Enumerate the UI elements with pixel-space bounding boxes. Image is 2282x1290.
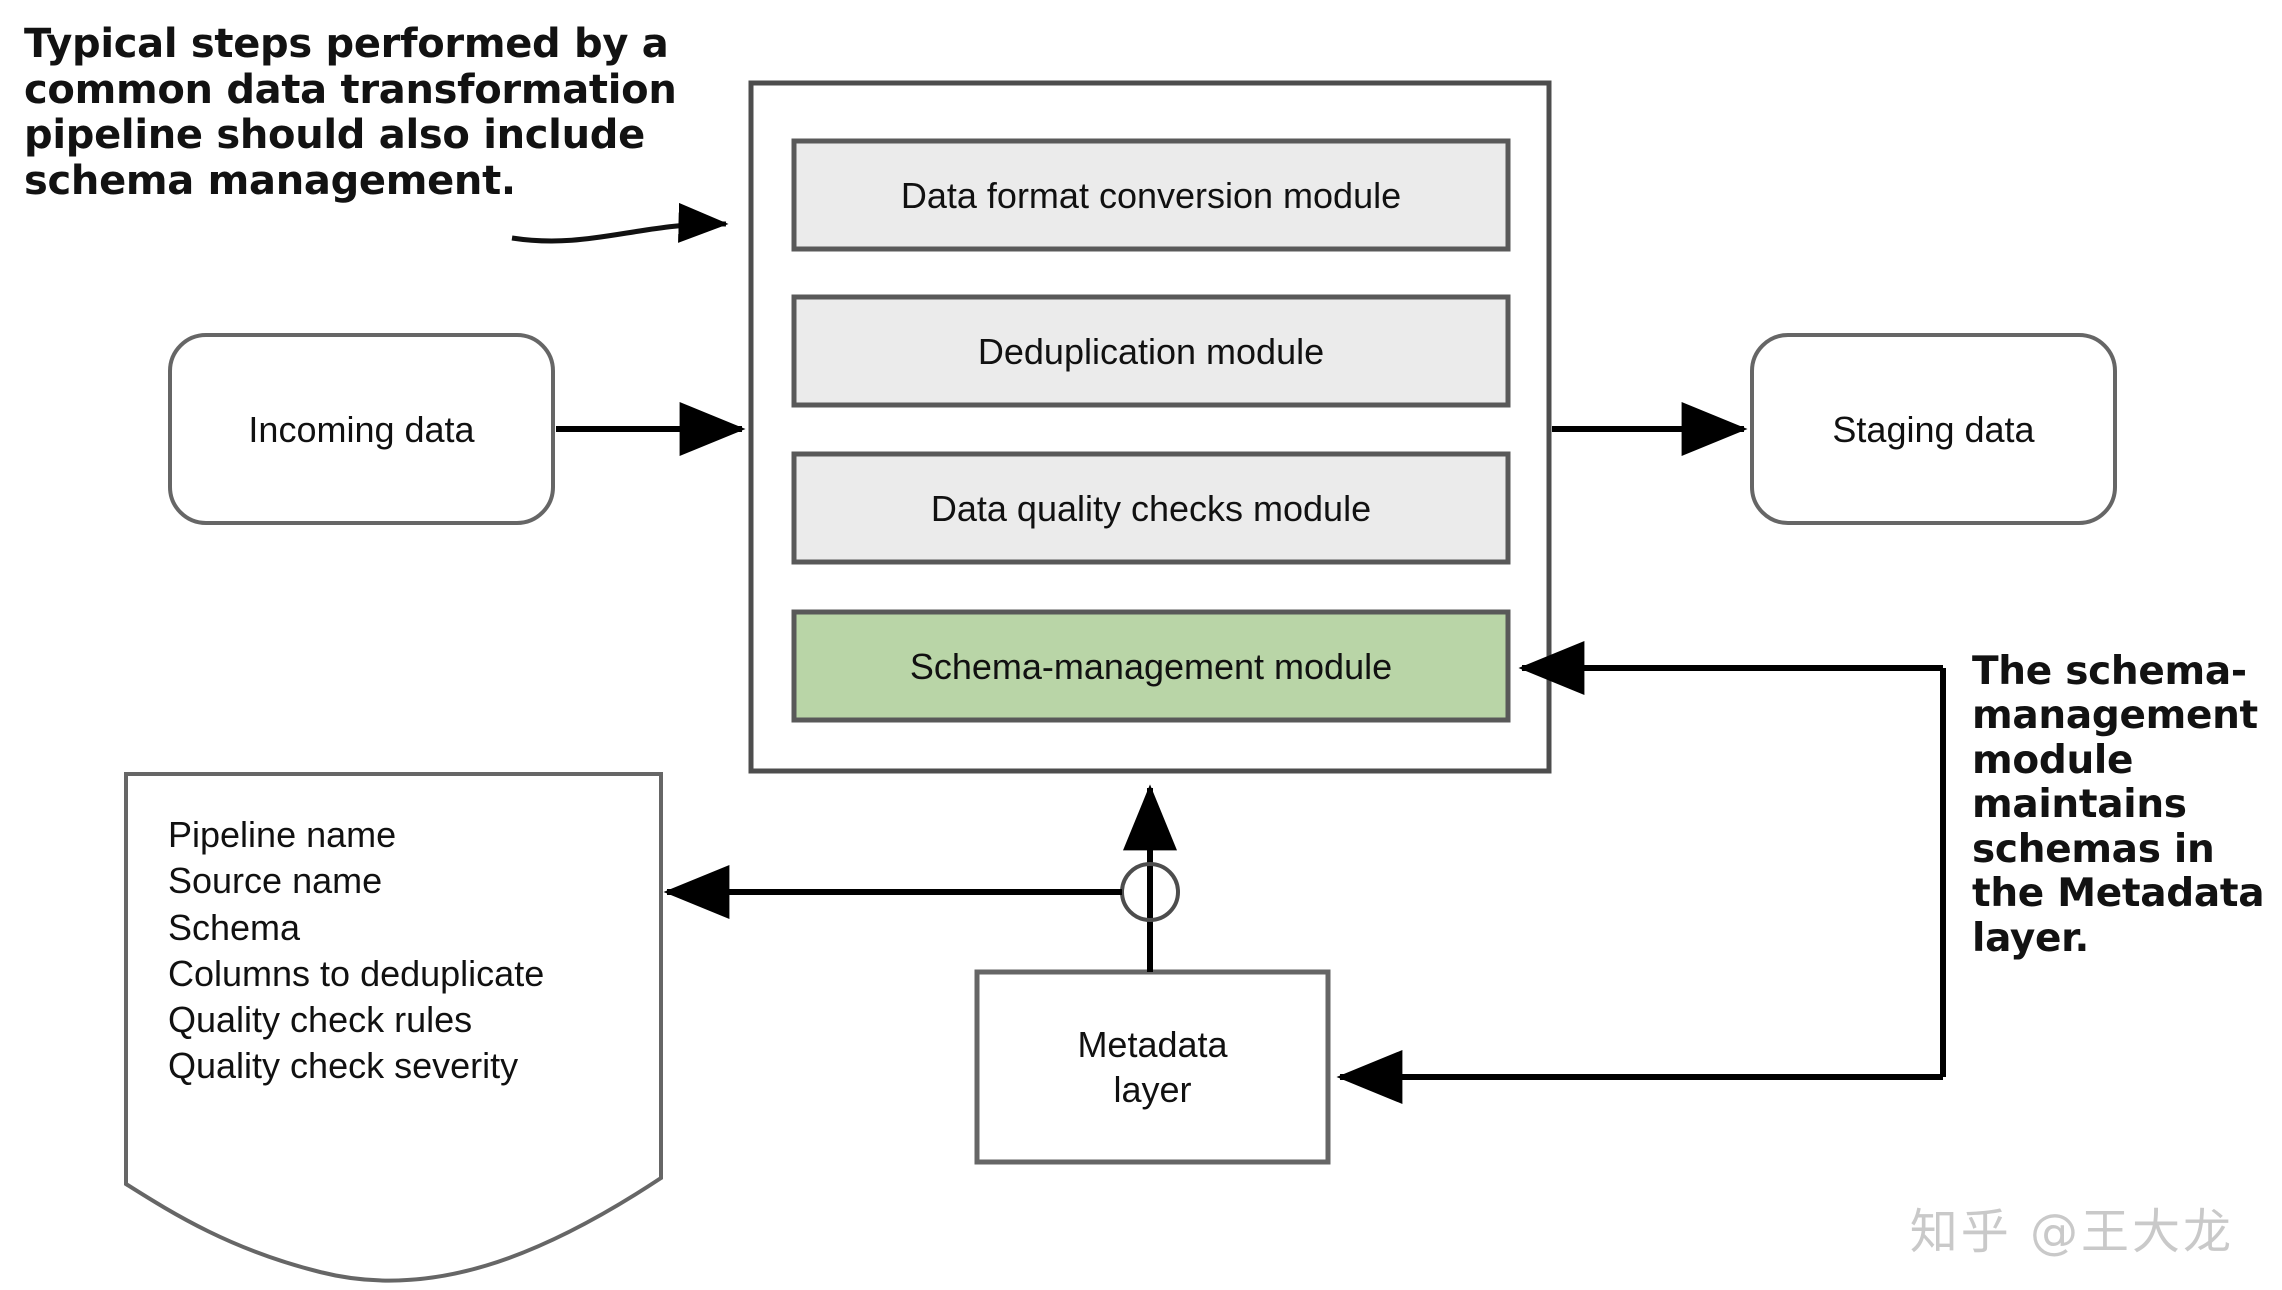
zhihu-watermark: 知乎 @王大龙 (1909, 1204, 2234, 1260)
list-item: Quality check severity (168, 1045, 519, 1087)
list-item: Columns to deduplicate (168, 952, 545, 994)
list-item: Source name (168, 860, 383, 902)
document-note-list: Pipeline name Source name Schema Columns… (168, 812, 628, 1090)
list-item: Quality check rules (168, 999, 473, 1040)
module-box-schema-management[interactable] (791, 609, 1511, 723)
staging-data-box[interactable] (1750, 333, 2117, 525)
list-item: Pipeline name (168, 814, 397, 855)
list-item: Schema (168, 906, 301, 948)
incoming-data-box[interactable] (168, 333, 555, 525)
annotation-right: The schema-management module maintains s… (1972, 649, 2265, 961)
module-box-data-format-conversion[interactable] (791, 138, 1511, 252)
module-box-deduplication[interactable] (791, 294, 1511, 408)
annotation-left: Typical steps performed by a common data… (24, 21, 677, 204)
module-box-data-quality-checks[interactable] (791, 451, 1511, 565)
annotation-arrow-left (511, 202, 729, 244)
metadata-layer-box[interactable] (974, 969, 1331, 1165)
document-note-shape[interactable] (124, 772, 663, 1283)
